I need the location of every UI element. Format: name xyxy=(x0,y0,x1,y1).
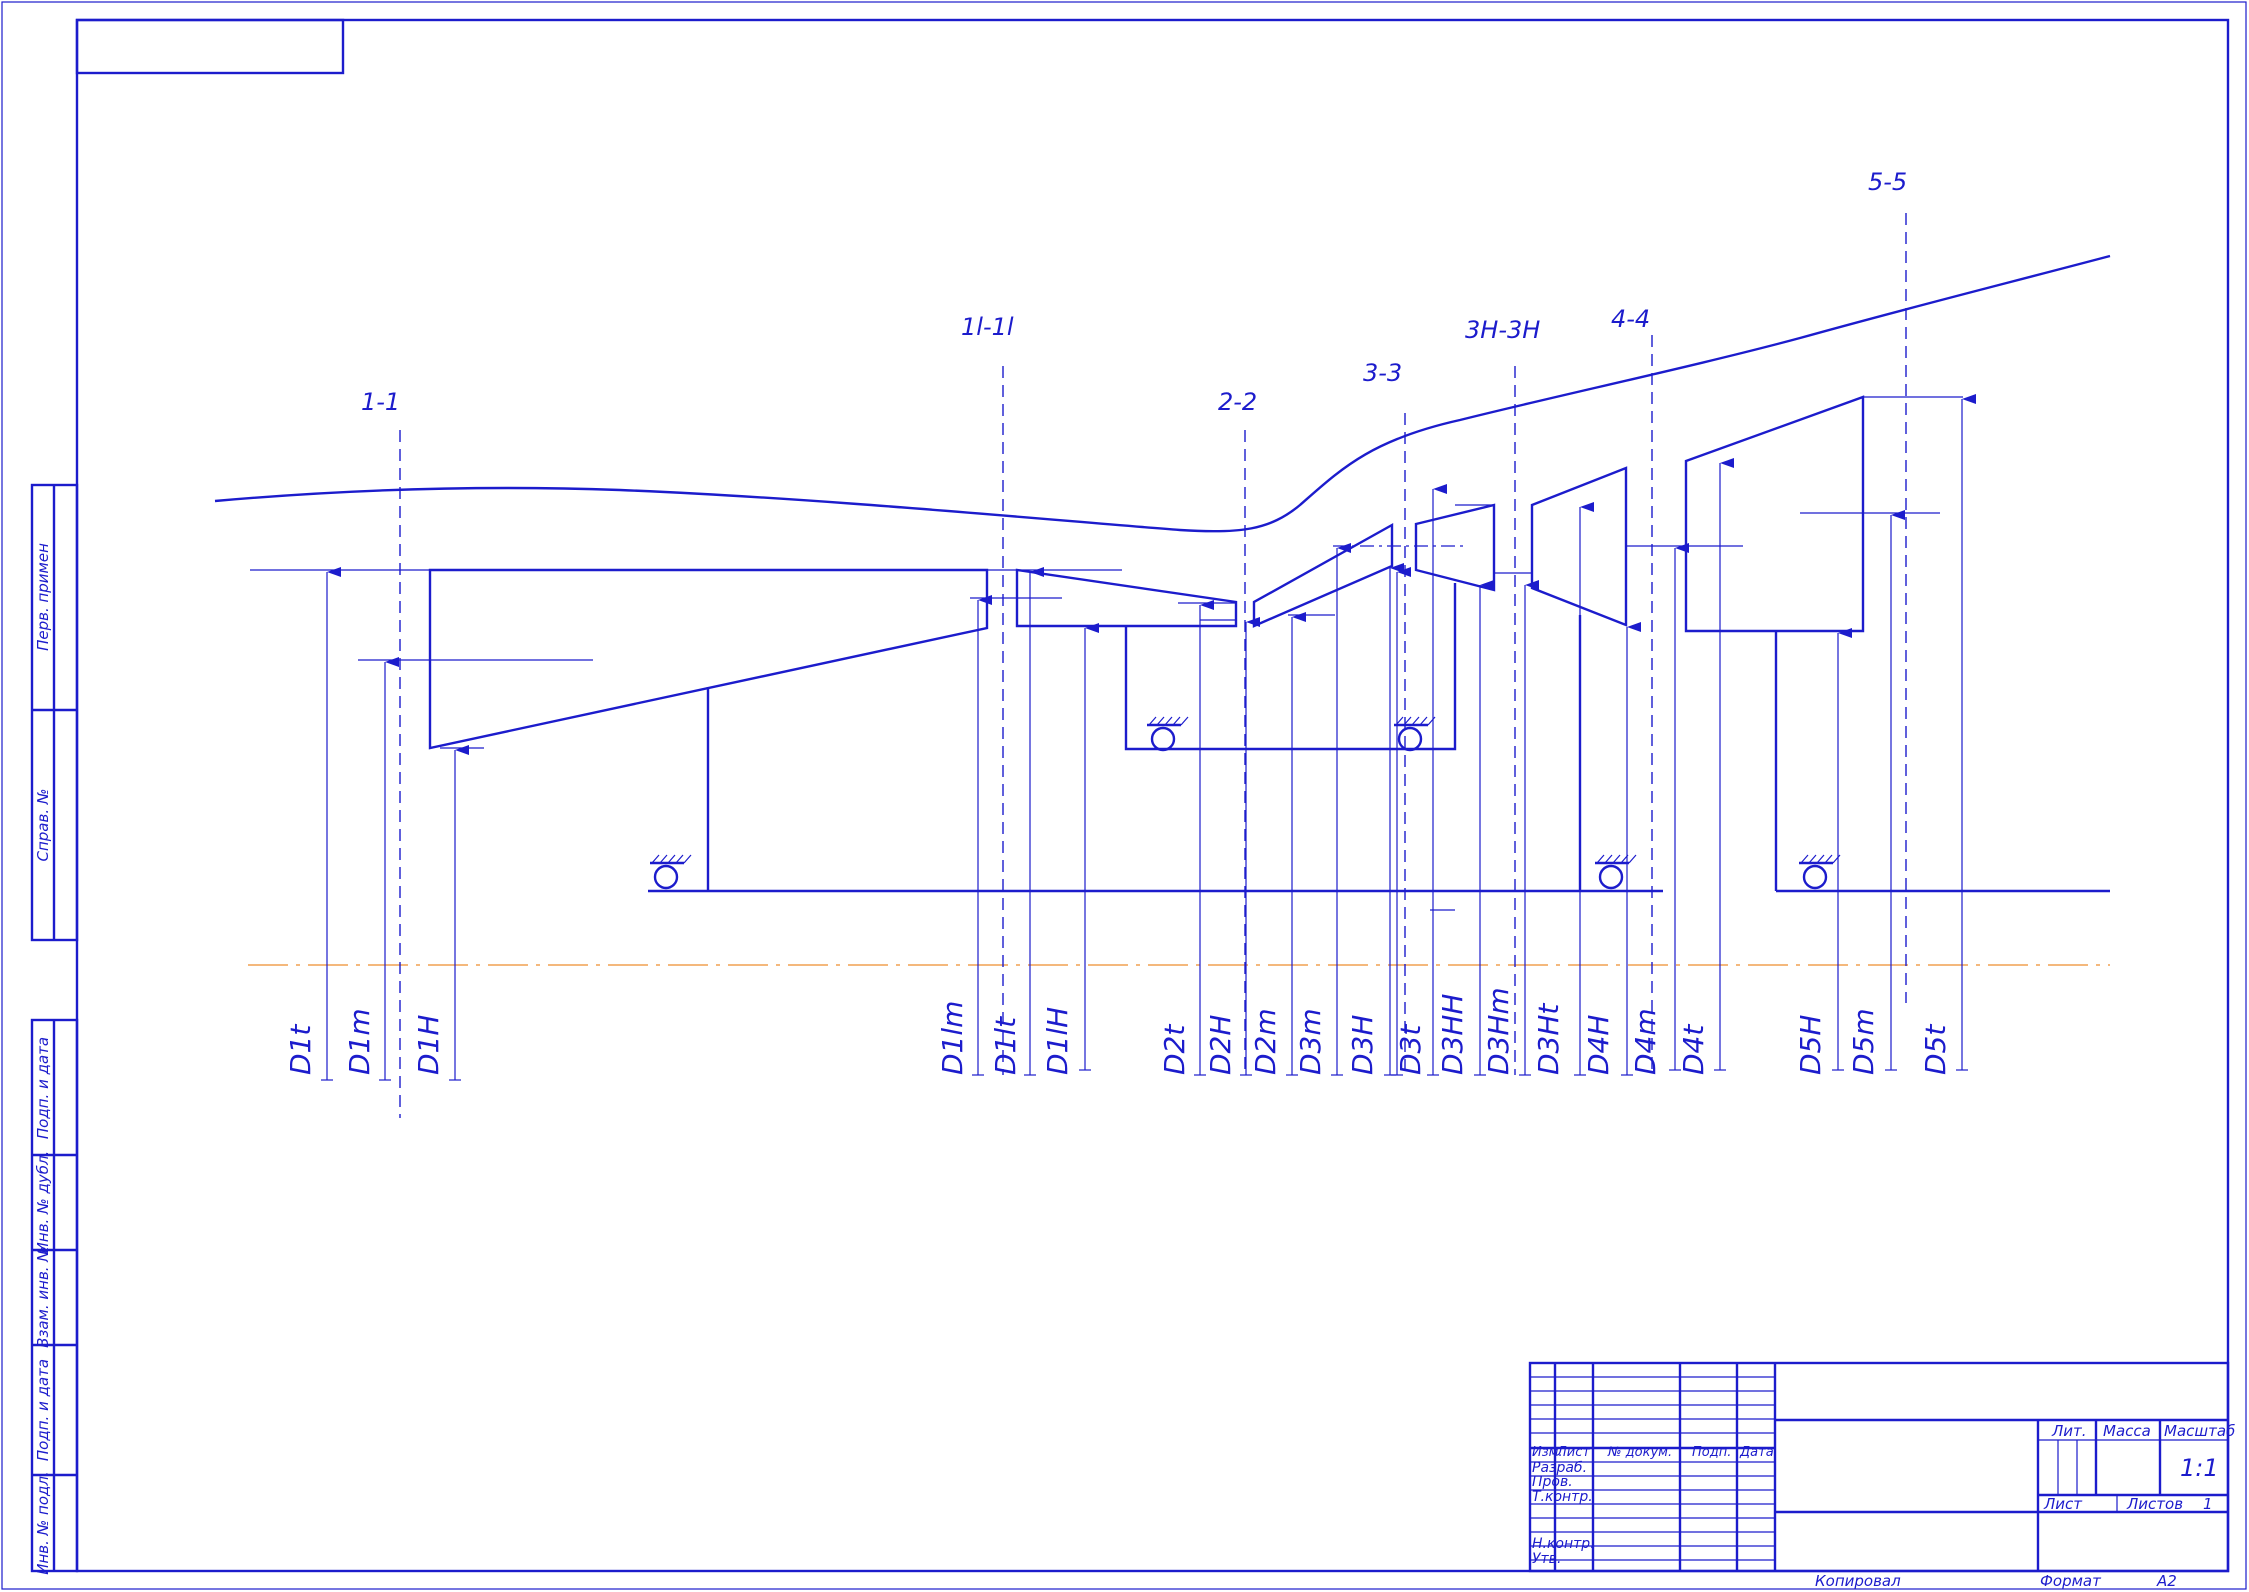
tb-sheets: Листов xyxy=(2126,1495,2183,1513)
tb-nkontr: Н.контр. xyxy=(1532,1536,1595,1552)
dimension-label-10: D3m xyxy=(1294,1008,1327,1075)
bearing-2 xyxy=(1147,716,1189,752)
dimension-label-19: D5H xyxy=(1794,1015,1827,1075)
dimension-label-8: D2H xyxy=(1204,1015,1237,1075)
section-label-2: 1l-1l xyxy=(961,313,1014,341)
stage-1l-blade xyxy=(1015,568,1238,628)
dimension-label-6: D1lH xyxy=(1041,1007,1074,1075)
section-lines xyxy=(399,213,1907,1118)
dimension-label-12: D3t xyxy=(1394,1024,1427,1075)
tb-list: Лист xyxy=(1556,1445,1590,1460)
dimension-label-18: D4t xyxy=(1677,1024,1710,1075)
tb-data: Дата xyxy=(1739,1445,1774,1460)
tb-razrab: Разраб. xyxy=(1532,1460,1587,1476)
stage-5-blade xyxy=(1684,395,1865,633)
side-label-7: Инв. № подл. xyxy=(34,1471,52,1574)
extension-lines xyxy=(250,396,1963,911)
dimension-label-5: D1lt xyxy=(989,1016,1022,1075)
dimension-label-2: D1m xyxy=(343,1008,376,1075)
tb-scale-value: 1:1 xyxy=(2180,1454,2219,1482)
tb-prov: Пров. xyxy=(1532,1474,1573,1490)
title-block: Изм. Лист № докум. Подп. Дата Разраб. Пр… xyxy=(1528,1361,2235,1590)
side-label-4: Инв. № дубл. xyxy=(34,1151,52,1254)
section-label-3: 2-2 xyxy=(1218,388,1257,416)
bearing-3 xyxy=(1394,716,1436,752)
dimension-label-14: D3Hm xyxy=(1482,987,1515,1075)
tb-format-value: A2 xyxy=(2156,1572,2177,1590)
tb-masshtab: Масштаб xyxy=(2164,1422,2235,1440)
tb-massa: Масса xyxy=(2103,1422,2151,1440)
stage-4-blade xyxy=(1530,466,1628,627)
dimension-lines xyxy=(321,394,1976,1081)
bearing-1 xyxy=(650,854,692,890)
tb-format: Формат xyxy=(2040,1572,2102,1590)
stage-3-blade xyxy=(1414,503,1496,592)
dimension-label-17: D4m xyxy=(1629,1008,1662,1075)
tb-izm: Изм. xyxy=(1532,1445,1563,1460)
section-label-5: 3H-3H xyxy=(1465,316,1540,344)
dimension-label-4: D1lm xyxy=(936,1001,969,1075)
tb-lit: Лит. xyxy=(2051,1422,2087,1440)
dimension-labels: D1t D1m D1H D1lm D1lt D1lH D2t D2H D2m D3m D3H D3t D… xyxy=(284,987,1952,1075)
tb-tkontr: Т.контр. xyxy=(1532,1489,1593,1505)
left-margin-strip xyxy=(30,483,79,1573)
dimension-label-20: D5m xyxy=(1847,1008,1880,1075)
dimension-label-21: D5t xyxy=(1919,1024,1952,1075)
outer-casing-contour xyxy=(214,254,2111,533)
dimension-label-13: D3HH xyxy=(1436,994,1469,1075)
bearing-4 xyxy=(1595,854,1637,890)
tb-copied: Копировал xyxy=(1815,1572,1901,1590)
tb-podp: Подп. xyxy=(1692,1445,1731,1460)
dimension-label-9: D2m xyxy=(1249,1008,1282,1075)
tb-sheets-value: 1 xyxy=(2203,1495,2213,1513)
section-label-4: 3-3 xyxy=(1363,359,1402,387)
tb-utv: Утв. xyxy=(1532,1551,1561,1567)
dimension-label-1: D1t xyxy=(284,1024,317,1075)
dimension-label-15: D3Ht xyxy=(1532,1003,1565,1075)
dimension-label-11: D3H xyxy=(1346,1015,1379,1075)
bearing-5 xyxy=(1799,854,1841,890)
side-label-2: Справ. № xyxy=(34,789,52,862)
section-label-7: 5-5 xyxy=(1868,168,1907,196)
stage-1-blade xyxy=(428,568,989,750)
tb-sheet: Лист xyxy=(2043,1495,2083,1513)
side-label-6: Подп. и дата xyxy=(34,1359,52,1461)
dimension-label-7: D2t xyxy=(1158,1024,1191,1075)
top-left-box xyxy=(75,18,345,75)
stage-2-blade xyxy=(1252,522,1394,628)
section-labels: 1-1 1l-1l 2-2 3-3 3H-3H 4-4 5-5 xyxy=(361,168,1907,416)
dimension-label-16: D4H xyxy=(1582,1015,1615,1075)
side-label-5: Взам. инв. № xyxy=(34,1246,52,1348)
section-label-6: 4-4 xyxy=(1611,305,1650,333)
bearing-supports xyxy=(650,716,1841,890)
side-label-3: Подп. и дата xyxy=(34,1037,52,1139)
inner-hub xyxy=(1124,583,1457,751)
tb-ndoc: № докум. xyxy=(1607,1445,1672,1460)
section-label-1: 1-1 xyxy=(361,388,400,416)
side-label-1: Перв. примен xyxy=(34,543,52,651)
dimension-label-3: D1H xyxy=(412,1015,445,1075)
